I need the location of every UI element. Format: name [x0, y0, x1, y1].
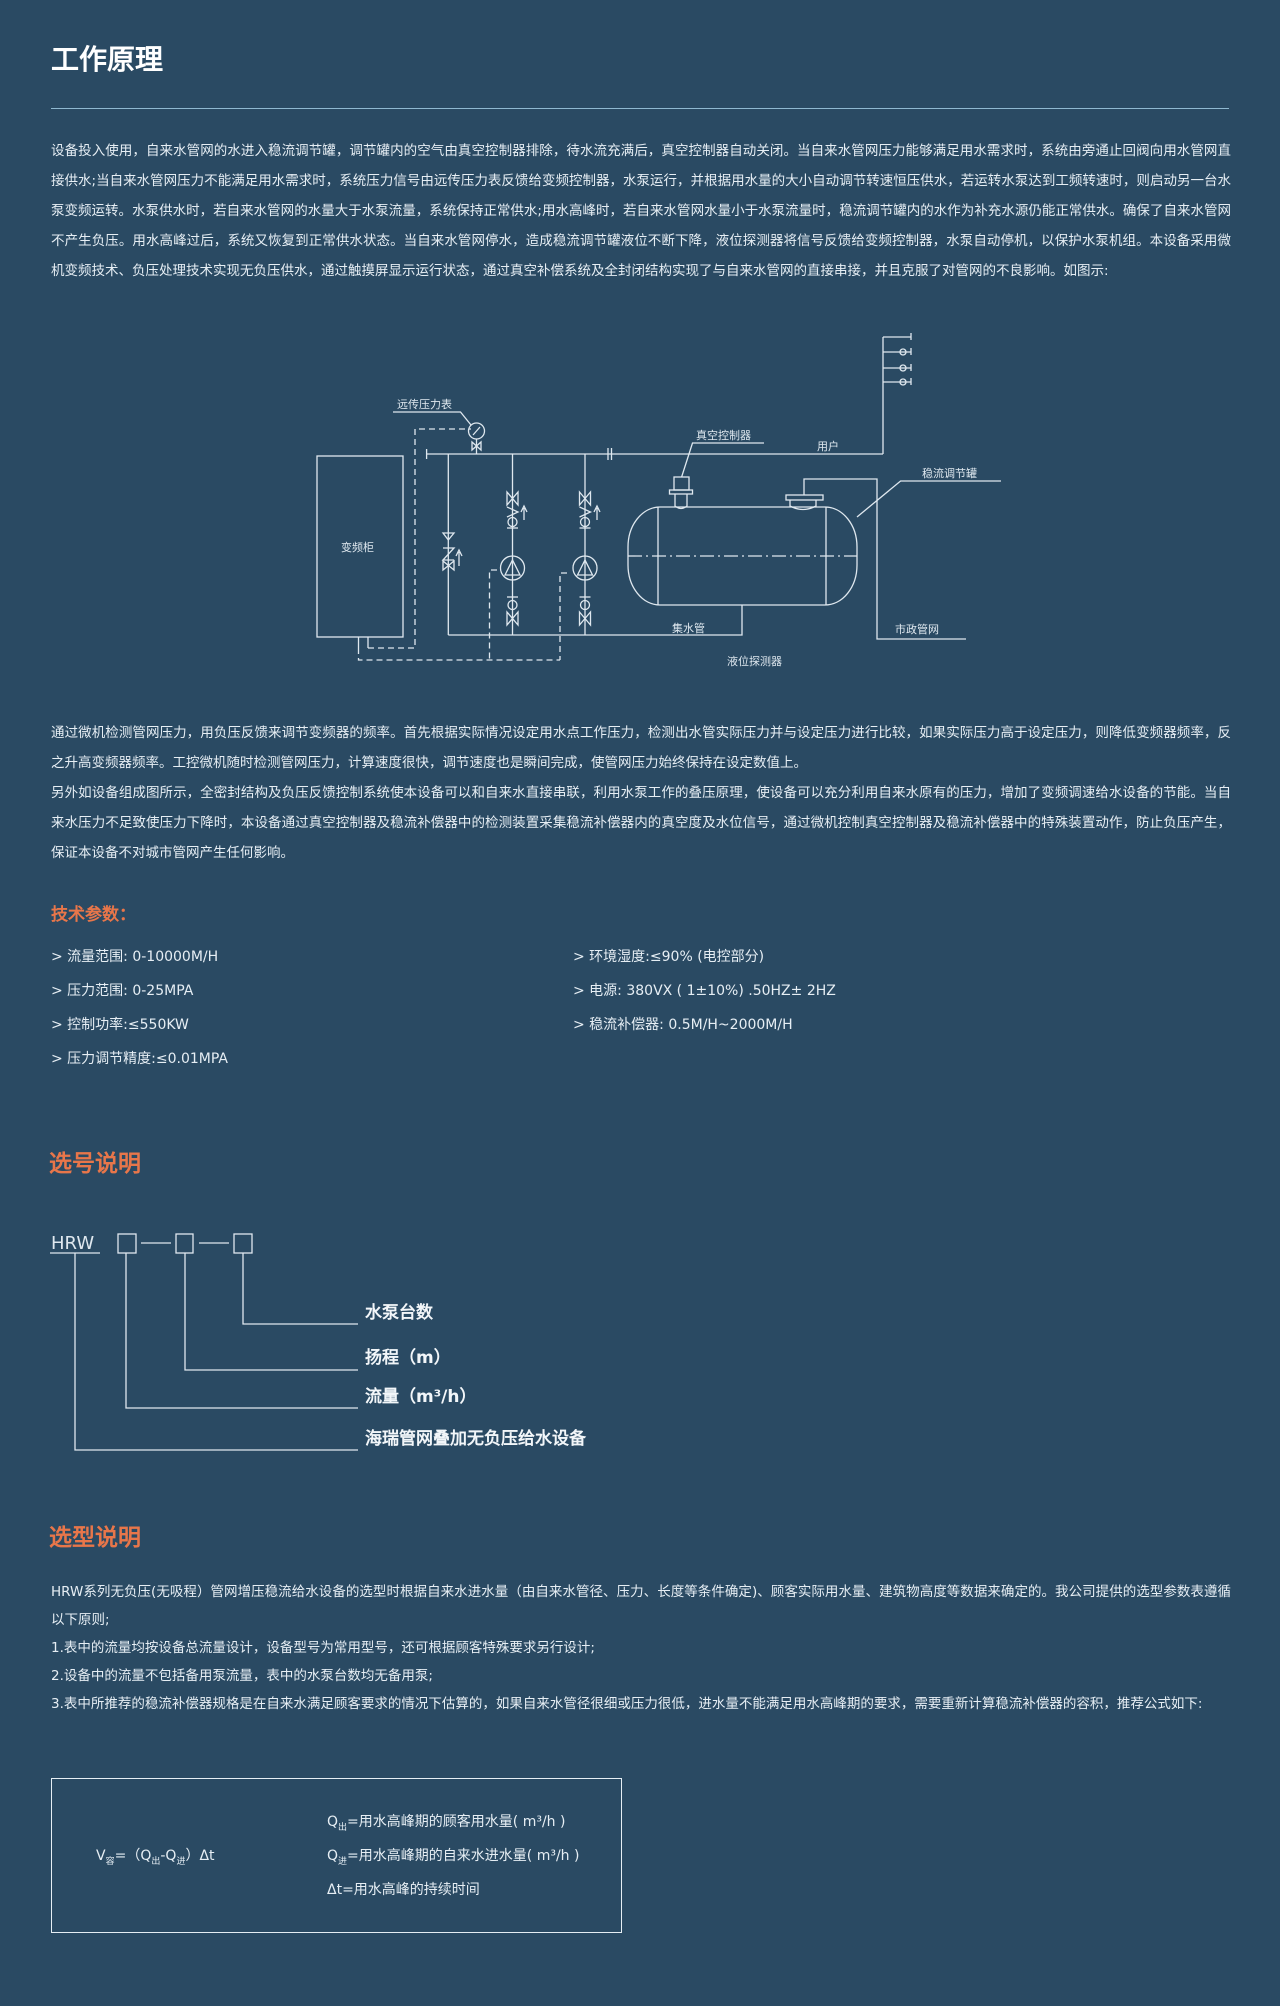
collector-label: 集水管 — [672, 621, 705, 635]
volume-formula: V容=（Q出-Q进）Δt — [96, 1848, 215, 1867]
spec-item: > 环境湿度:≤90% (电控部分) — [573, 949, 765, 965]
gauge-label: 远传压力表 — [397, 397, 452, 411]
paragraph-text: 3.表中所推荐的稳流补偿器规格是在自来水满足顾客要求的情况下估算的，如果自来水管… — [51, 1696, 1203, 1712]
spec-item: > 稳流补偿器: 0.5M/H~2000M/H — [573, 1017, 793, 1033]
definition-q-out: Q出=用水高峰期的顾客用水量( m³/h ) — [327, 1814, 566, 1833]
spec-item: > 电源: 380VX ( 1±10%) .50HZ± 2HZ — [573, 983, 836, 999]
paragraph-text: 1.表中的流量均按设备总流量设计，设备型号为常用型号，还可根据顾客特殊要求另行设… — [51, 1640, 595, 1656]
code-box — [233, 1233, 253, 1254]
paragraph-text: 设备投入使用，自来水管网的水进入稳流调节罐，调节罐内的空气由真空控制器排除，待水… — [51, 143, 1231, 279]
paragraph-text: HRW系列无负压(无吸程）管网增压稳流给水设备的选型时根据自来水进水量（由自来水… — [51, 1584, 1231, 1628]
code-box — [175, 1233, 194, 1254]
paragraph-text: 通过微机检测管网压力，用负压反馈来调节变频器的频率。首先根据实际情况设定用水点工… — [51, 725, 1231, 771]
selection-text: HRW系列无负压(无吸程）管网增压稳流给水设备的选型时根据自来水进水量（由自来水… — [51, 1578, 1231, 1718]
pump-icon — [499, 555, 526, 581]
page-title: 工作原理 — [51, 43, 164, 76]
vacuum-controller-icon — [673, 476, 690, 491]
signal-line — [357, 648, 560, 661]
code-box — [117, 1233, 137, 1254]
paragraph-text: 2.设备中的流量不包括备用泵流量，表中的水泵台数均无备用泵; — [51, 1668, 433, 1684]
definition-delta-t: Δt=用水高峰的持续时间 — [327, 1882, 480, 1898]
municipal-label: 市政管网 — [895, 622, 939, 636]
cabinet-label: 变频柜 — [341, 540, 374, 554]
selection-title: 选型说明 — [49, 1525, 141, 1551]
vacuum-label: 真空控制器 — [696, 428, 751, 442]
check-valve-icon — [441, 532, 456, 542]
system-diagram: 变频柜 远传压力表 用户 — [316, 333, 1001, 668]
collector-pipe — [448, 605, 743, 636]
cabinet-box — [316, 455, 404, 638]
formula-box: V容=（Q出-Q进）Δt Q出=用水高峰期的顾客用水量( m³/h ) Q进=用… — [51, 1778, 622, 1933]
principle-paragraph-2: 通过微机检测管网压力，用负压反馈来调节变频器的频率。首先根据实际情况设定用水点工… — [51, 718, 1231, 868]
title-divider — [51, 108, 1229, 109]
paragraph-text: 另外如设备组成图所示，全密封结构及负压反馈控制系统使本设备可以和自来水直接串联，… — [51, 785, 1231, 861]
model-label-pump-count: 水泵台数 — [365, 1303, 433, 1323]
model-prefix: HRW — [51, 1233, 94, 1254]
spec-item: > 压力调节精度:≤0.01MPA — [51, 1051, 229, 1067]
user-outlets — [883, 333, 912, 386]
spec-item: > 控制功率:≤550KW — [51, 1017, 189, 1033]
pump-branch-2 — [572, 454, 601, 635]
definition-q-in: Q进=用水高峰期的自来水进水量( m³/h ) — [327, 1848, 580, 1867]
specs-title: 技术参数： — [51, 905, 136, 925]
model-label-product: 海瑞管网叠加无负压给水设备 — [365, 1429, 586, 1449]
signal-line — [368, 428, 471, 649]
model-label-head: 扬程（m） — [365, 1348, 451, 1368]
model-label-flow: 流量（m³/h） — [365, 1387, 477, 1407]
spec-item: > 压力范围: 0-25MPA — [51, 983, 194, 999]
municipal-pipe — [803, 478, 966, 640]
pump-icon — [572, 555, 598, 581]
user-label: 用户 — [817, 439, 839, 453]
model-title: 选号说明 — [49, 1151, 141, 1177]
pump-branch-1 — [499, 454, 528, 635]
spec-item: > 流量范围: 0-10000M/H — [51, 949, 219, 965]
tank-label: 稳流调节罐 — [922, 466, 977, 480]
principle-paragraph-1: 设备投入使用，自来水管网的水进入稳流调节罐，调节罐内的空气由真空控制器排除，待水… — [51, 136, 1231, 286]
level-detector-label: 液位探测器 — [727, 654, 782, 668]
model-code-diagram: HRW — [50, 1233, 358, 1451]
